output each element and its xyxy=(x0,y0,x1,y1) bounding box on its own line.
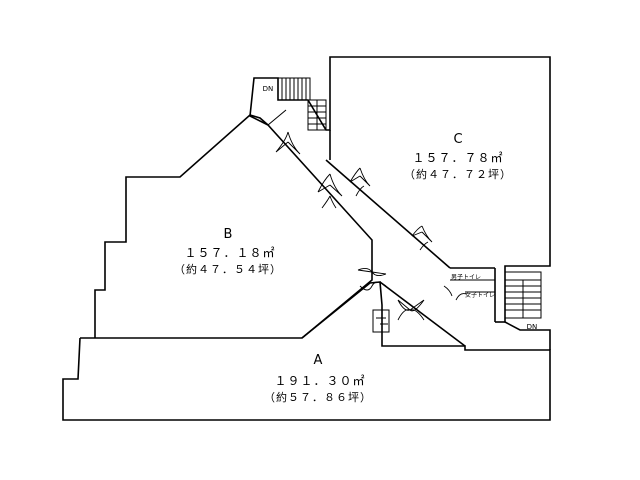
stair-top xyxy=(277,77,327,131)
room-b-outline xyxy=(94,114,373,339)
door-c-upper xyxy=(349,167,371,197)
room-c-letter: C xyxy=(453,132,462,147)
stair-top-label: DN xyxy=(263,85,274,93)
door-toilet xyxy=(443,285,467,301)
room-b-area: １５７．１８㎡ xyxy=(184,246,275,260)
small-utility-room xyxy=(372,309,390,333)
toilet-lower-label: 女子トイレ xyxy=(465,291,495,299)
stair-right xyxy=(504,271,542,319)
room-c-outline xyxy=(249,56,551,350)
corridor-wall-c xyxy=(325,159,451,269)
toilet-upper-label: 男子トイレ xyxy=(451,274,481,281)
door-a-left xyxy=(357,267,387,291)
room-a-outline xyxy=(62,281,551,421)
room-a-letter: A xyxy=(314,353,323,368)
room-c-tsubo: （約４７．７２坪） xyxy=(404,167,512,181)
room-c-area: １５７．７８㎡ xyxy=(412,151,503,165)
door-c-lower xyxy=(411,225,433,251)
room-b-letter: B xyxy=(224,227,233,242)
door-a-right xyxy=(397,299,425,321)
door-b-upper xyxy=(275,131,301,155)
corridor-wall-b xyxy=(267,109,287,126)
room-a-area: １９１．３０㎡ xyxy=(274,374,365,388)
corridor-wall-lower xyxy=(379,281,466,347)
room-b-tsubo: （約４７．５４坪） xyxy=(174,262,282,276)
room-a-tsubo: （約５７．８６坪） xyxy=(264,390,372,404)
stair-right-label: DN xyxy=(527,323,538,331)
door-b-lower xyxy=(317,173,343,209)
